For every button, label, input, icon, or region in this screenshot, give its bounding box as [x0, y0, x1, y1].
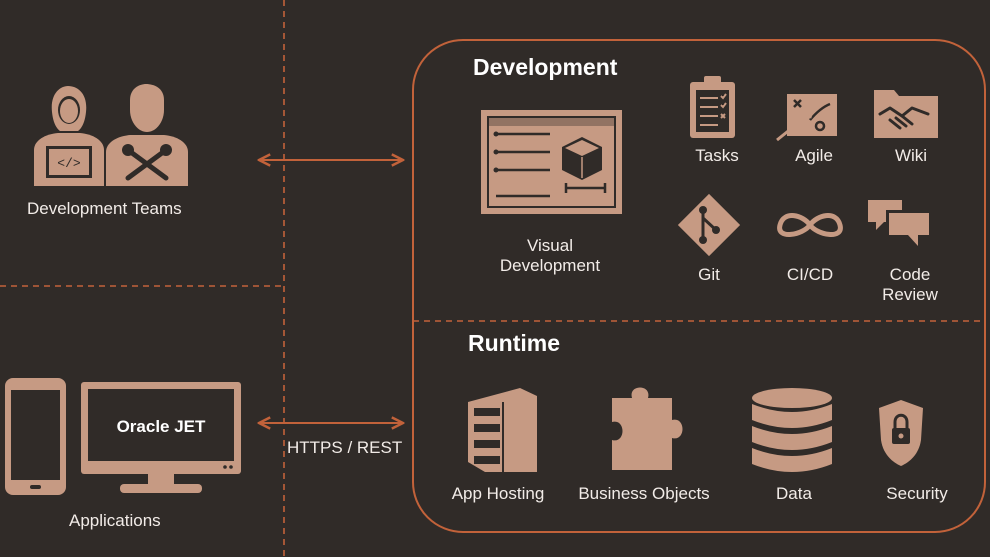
applications-label: Applications [69, 511, 161, 530]
play-diagram-icon [776, 94, 837, 142]
platform-container [412, 39, 986, 533]
oracle-jet-label: Oracle JET [116, 417, 206, 436]
visual-development-label: Visual Development [499, 236, 601, 275]
business-objects-label: Business Objects [578, 484, 710, 503]
server-icon [468, 388, 537, 472]
tasks-label: Tasks [695, 146, 739, 165]
database-icon [752, 388, 832, 472]
infinity-icon [777, 213, 843, 237]
data-label: Data [776, 484, 812, 503]
puzzle-icon [612, 387, 683, 470]
svg-text:</>: </> [57, 156, 81, 171]
code-review-label: Code Review [882, 265, 938, 304]
runtime-title: Runtime [468, 330, 560, 356]
clipboard-checklist-icon [690, 76, 735, 138]
lock-shield-icon [879, 400, 923, 466]
developer-man-icon [106, 84, 188, 186]
visual-development-icon [481, 110, 622, 214]
cicd-label: CI/CD [786, 265, 834, 284]
development-title: Development [473, 54, 618, 80]
security-label: Security [886, 484, 948, 503]
developer-woman-icon: </> [34, 86, 104, 186]
app-hosting-label: App Hosting [451, 484, 545, 503]
speech-bubbles-icon [868, 200, 932, 250]
agile-label: Agile [795, 146, 833, 165]
monitor-icon [81, 382, 241, 493]
https-rest-label: HTTPS / REST [287, 438, 403, 457]
development-teams-label: Development Teams [27, 199, 182, 218]
git-icon [677, 193, 741, 257]
wiki-label: Wiki [894, 146, 928, 165]
git-label: Git [698, 265, 720, 284]
handshake-folder-icon [874, 90, 938, 138]
phone-icon [5, 378, 66, 495]
